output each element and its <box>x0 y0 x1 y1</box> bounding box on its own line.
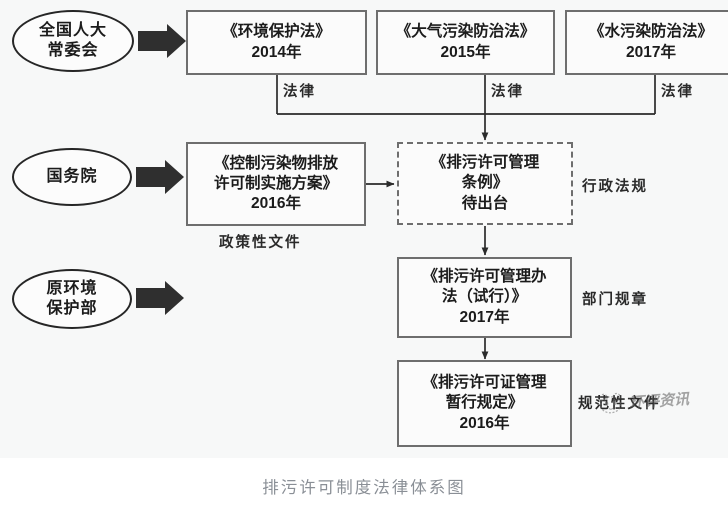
document-title: 《水污染防治法》 <box>588 23 713 41</box>
document-permit-implementation-plan[interactable]: 《控制污染物排放 许可制实施方案》 2016年 <box>186 142 366 226</box>
actor-label: 全国人大 常委会 <box>38 22 107 59</box>
document-year: 2015年 <box>440 43 491 61</box>
document-year: 2016年 <box>459 414 510 432</box>
document-year: 2014年 <box>251 43 302 61</box>
caption-area: 排污许可制度法律体系图 <box>0 458 728 520</box>
tier-label-law-2: 法律 <box>491 83 524 100</box>
document-title: 《控制污染物排放 许可制实施方案》 <box>213 154 338 192</box>
tier-label-law-1: 法律 <box>283 83 316 100</box>
actor-label: 国务院 <box>46 168 98 185</box>
document-permit-management-measures[interactable]: 《排污许可管理办 法（试行）》 2017年 <box>397 257 572 338</box>
tier-label-normative-document: 规范性文件 <box>578 395 661 412</box>
document-permit-interim-provisions[interactable]: 《排污许可证管理 暂行规定》 2016年 <box>397 360 572 447</box>
document-water-pollution-law[interactable]: 《水污染防治法》 2017年 <box>565 10 728 75</box>
document-title: 《排污许可证管理 暂行规定》 <box>422 374 547 412</box>
document-title: 《大气污染防治法》 <box>395 23 536 41</box>
document-environmental-protection-law[interactable]: 《环境保护法》 2014年 <box>186 10 367 75</box>
diagram-canvas: 全国人大 常委会 国务院 原环境 保护部 《环境保护法》 2014年 《大气污染… <box>12 10 728 447</box>
figure-caption: 排污许可制度法律体系图 <box>262 479 466 497</box>
tier-label-departmental-rule: 部门规章 <box>582 291 648 308</box>
block-arrow-state-council <box>136 160 184 194</box>
tier-label-law-3: 法律 <box>661 83 694 100</box>
document-year: 2016年 <box>251 195 301 213</box>
document-title: 《排污许可管理办 法（试行）》 <box>422 268 547 306</box>
block-arrow-npc <box>138 24 186 58</box>
connector-layer <box>136 24 656 360</box>
document-year: 2017年 <box>626 43 676 61</box>
document-title: 《环境保护法》 <box>222 23 331 41</box>
block-arrow-former-mep <box>136 281 184 315</box>
document-pollutant-permit-regulation[interactable]: 《排污许可管理 条例》 待出台 <box>397 142 573 225</box>
law-bracket-connector <box>276 75 656 115</box>
document-year: 2017年 <box>459 308 510 326</box>
actor-label: 原环境 保护部 <box>46 280 98 317</box>
document-title: 《排污许可管理 条例》 <box>430 154 540 192</box>
document-air-pollution-law[interactable]: 《大气污染防治法》 2015年 <box>376 10 555 75</box>
actor-former-mep[interactable]: 原环境 保护部 <box>12 269 132 329</box>
tier-label-policy-document: 政策性文件 <box>219 234 302 251</box>
document-status: 待出台 <box>461 194 509 212</box>
actor-npc-standing-committee[interactable]: 全国人大 常委会 <box>12 10 134 72</box>
actor-state-council[interactable]: 国务院 <box>12 148 132 206</box>
tier-label-administrative-regulation: 行政法规 <box>582 178 648 195</box>
